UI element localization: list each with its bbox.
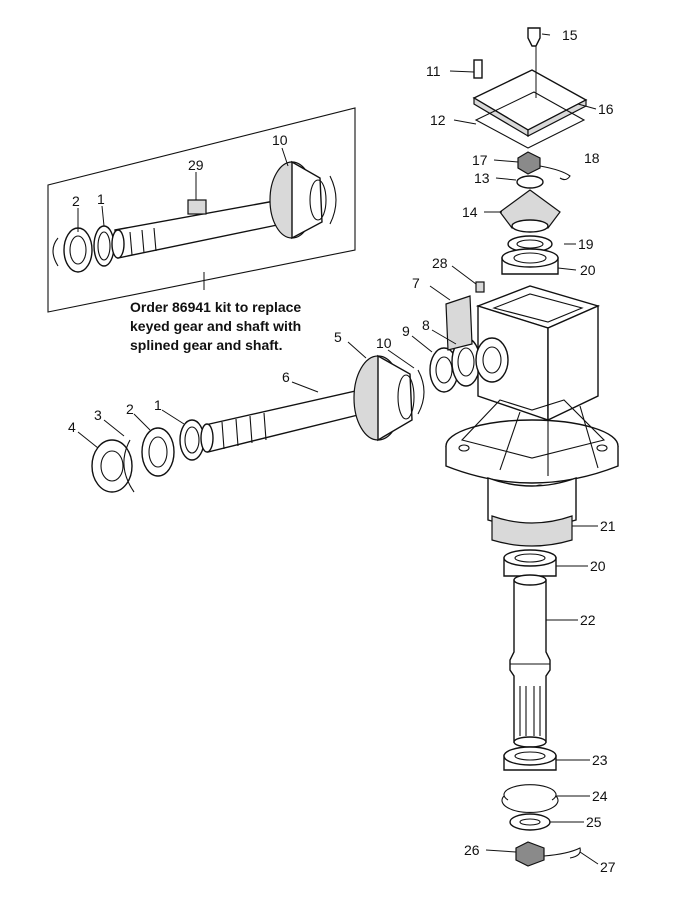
label-part-7: 7: [412, 275, 420, 291]
label-part-8: 8: [422, 317, 430, 333]
label-part-26: 26: [464, 842, 480, 858]
label-part-28: 28: [432, 255, 448, 271]
label-part-15: 15: [562, 27, 578, 43]
kit-inset: [47, 107, 356, 313]
label-part-18: 18: [584, 150, 600, 166]
gearbox-housing: [445, 27, 619, 547]
label-part-2: 2: [72, 193, 80, 209]
label-part-20b: 20: [590, 558, 606, 574]
label-part-20: 20: [580, 262, 596, 278]
label-part-4: 4: [68, 419, 76, 435]
label-part-16: 16: [598, 101, 614, 117]
kit-note-line-1: Order 86941 kit to replace: [130, 299, 301, 315]
label-part-13: 13: [474, 170, 490, 186]
callout-labels: 2 1 10 29 11 12 15 16 17 18 13 14 19 20 …: [68, 27, 616, 875]
input-shaft-assembly: [91, 337, 481, 493]
label-part-17: 17: [472, 152, 488, 168]
label-part-3: 3: [94, 407, 102, 423]
label-part-19: 19: [578, 236, 594, 252]
output-shaft-assembly: [501, 549, 581, 867]
kit-note-line-3: splined gear and shaft.: [130, 337, 282, 353]
label-part-27: 27: [600, 859, 616, 875]
label-part-12: 12: [430, 112, 446, 128]
label-part-22: 22: [580, 612, 596, 628]
label-part-21: 21: [600, 518, 616, 534]
label-part-24: 24: [592, 788, 608, 804]
label-part-1b: 1: [154, 397, 162, 413]
label-part-9: 9: [402, 323, 410, 339]
label-part-25: 25: [586, 814, 602, 830]
label-part-23: 23: [592, 752, 608, 768]
label-part-5: 5: [334, 329, 342, 345]
kit-note-line-2: keyed gear and shaft with: [130, 318, 301, 334]
label-part-29: 29: [188, 157, 204, 173]
kit-note: Order 86941 kit to replace keyed gear an…: [130, 299, 301, 353]
leader-lines: [77, 33, 599, 865]
label-part-1: 1: [97, 191, 105, 207]
label-part-2b: 2: [126, 401, 134, 417]
label-part-10: 10: [272, 132, 288, 148]
label-part-11: 11: [426, 63, 441, 79]
label-part-6: 6: [282, 369, 290, 385]
label-part-10b: 10: [376, 335, 392, 351]
label-part-14: 14: [462, 204, 478, 220]
